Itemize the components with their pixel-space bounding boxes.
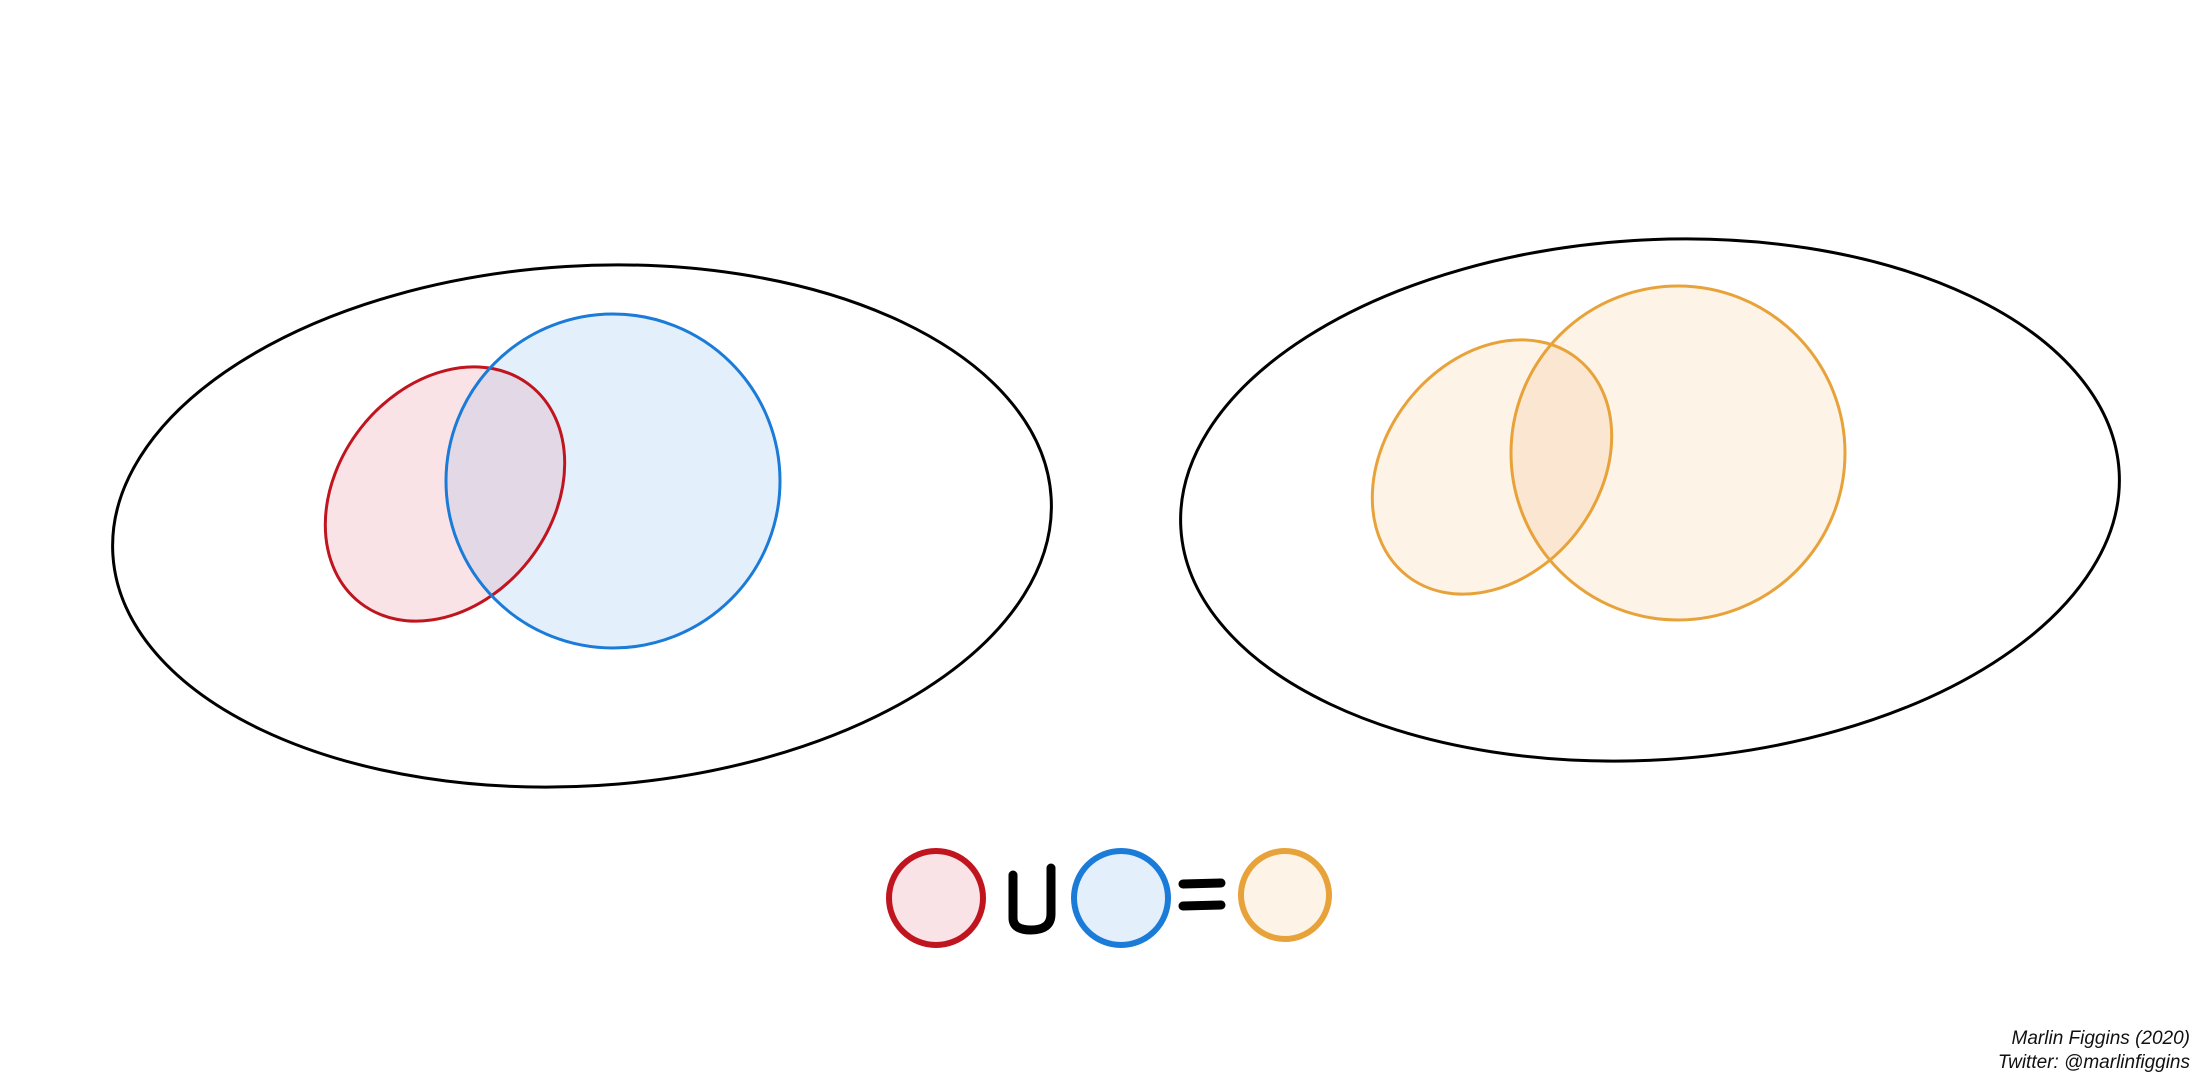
union-a-outline <box>1370 338 1614 596</box>
right-universe-ellipse <box>1179 237 2121 763</box>
set-b-legend-icon <box>1071 848 1171 948</box>
right-panel <box>1179 237 2121 763</box>
left-universe-ellipse <box>111 263 1053 789</box>
union-symbol-icon <box>1008 863 1056 935</box>
credit-author: Marlin Figgins (2020) <box>2011 1028 2190 1049</box>
set-a-legend-icon <box>886 848 986 948</box>
credit-block: Marlin Figgins (2020) Twitter: @marlinfi… <box>1998 1027 2190 1075</box>
union-b-outline <box>1509 284 1847 622</box>
left-panel <box>111 263 1053 789</box>
credit-twitter: Twitter: @marlinfiggins <box>1997 1052 2190 1073</box>
union-legend-icon <box>1238 848 1332 942</box>
union-b-region <box>1511 286 1845 620</box>
equals-symbol-icon <box>1178 878 1226 911</box>
set-b-outline <box>444 312 782 650</box>
set-a-outline <box>323 365 567 623</box>
equation-legend <box>886 848 1332 948</box>
